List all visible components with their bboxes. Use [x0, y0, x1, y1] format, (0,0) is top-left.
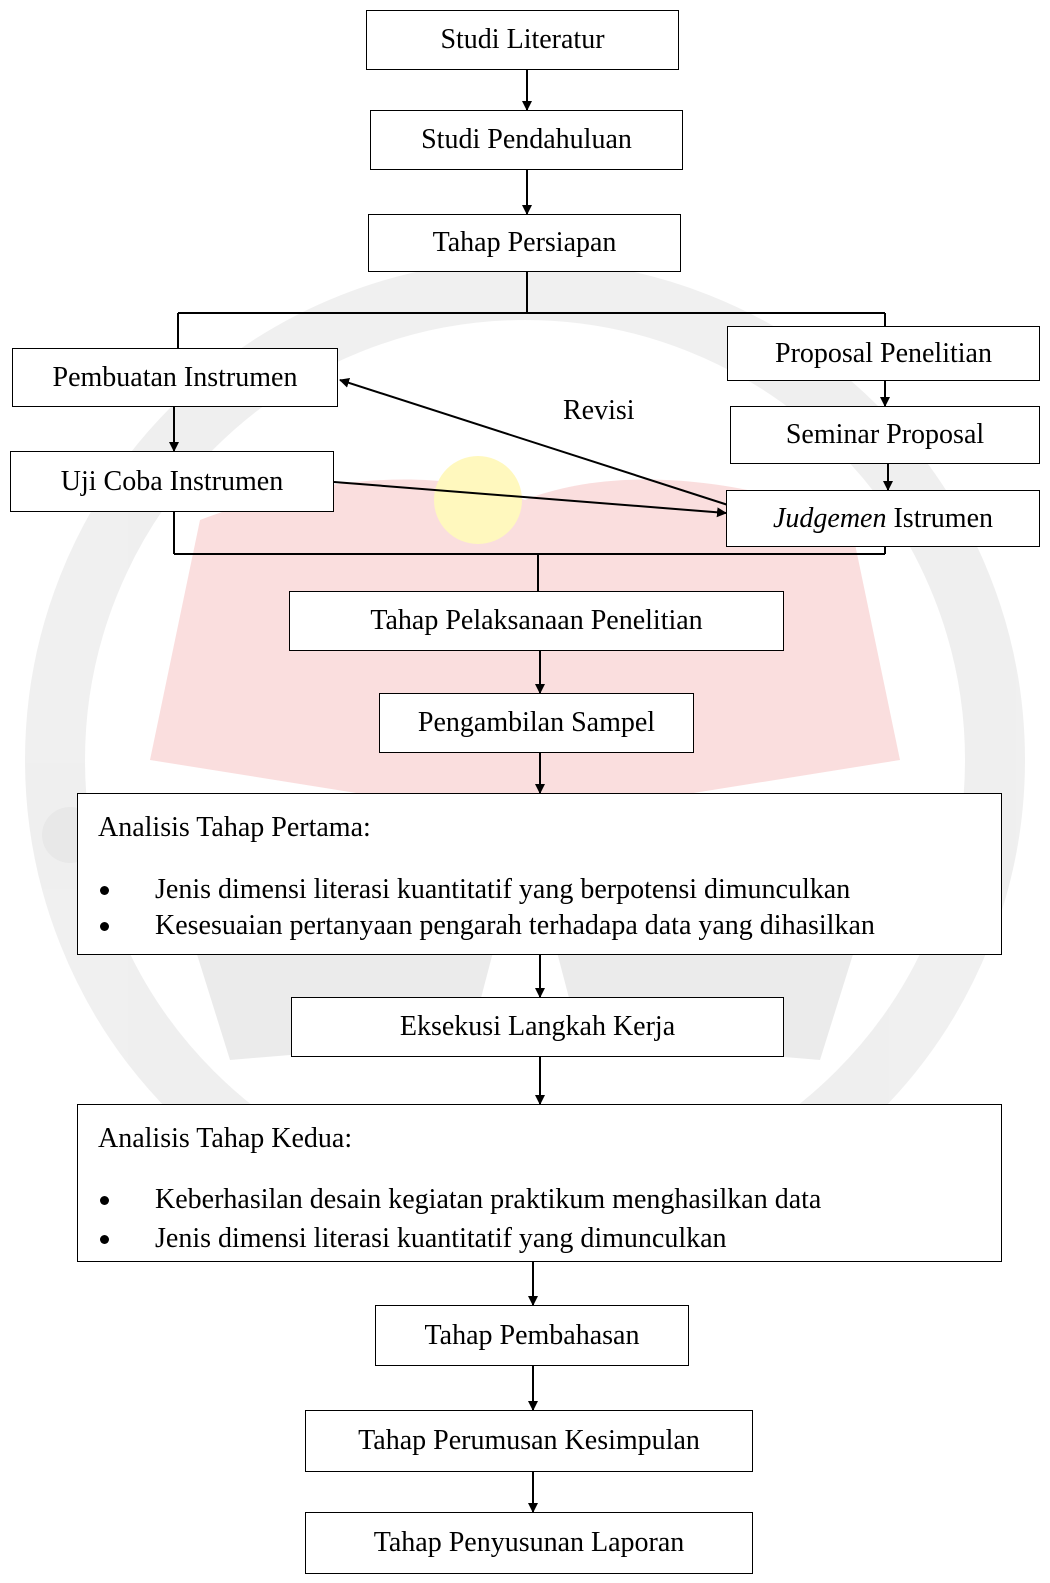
box-tahap-perumusan-kesimpulan: Tahap Perumusan Kesimpulan — [305, 1410, 753, 1472]
bullet-text: Jenis dimensi literasi kuantitatif yang … — [155, 874, 851, 905]
box-label: Studi Literatur — [440, 24, 605, 55]
box-studi-literatur: Studi Literatur — [366, 10, 679, 70]
box-label: Uji Coba Instrumen — [60, 465, 284, 497]
box-analisis-tahap-kedua: Analisis Tahap Kedua: Keberhasilan desai… — [77, 1104, 1002, 1262]
box-label: Istrumen — [886, 502, 994, 534]
arrow-ujicoba-judgemen — [333, 481, 727, 518]
box-analisis-tahap-pertama: Analisis Tahap Pertama: Jenis dimensi li… — [77, 793, 1002, 955]
box-tahap-pembahasan: Tahap Pembahasan — [375, 1305, 689, 1366]
box-label: Tahap Perumusan Kesimpulan — [358, 1425, 700, 1456]
bullet-icon — [100, 921, 109, 931]
bullet-text: Kesesuaian pertanyaan pengarah terhadapa… — [155, 910, 875, 941]
box-judgemen-istrumen: Judgemen Istrumen — [726, 490, 1040, 547]
revisi-label: Revisi — [563, 397, 635, 425]
box-uji-coba-instrumen: Uji Coba Instrumen — [10, 451, 334, 512]
box-studi-pendahuluan: Studi Pendahuluan — [370, 110, 683, 170]
analisis-pertama-bullet-1: Jenis dimensi literasi kuantitatif yang … — [100, 876, 850, 904]
revisi-text: Revisi — [563, 395, 635, 426]
box-tahap-pelaksanaan: Tahap Pelaksanaan Penelitian — [289, 591, 784, 651]
arrow-revisi — [339, 378, 729, 506]
box-label-italic: Judgemen — [772, 502, 887, 534]
analisis-kedua-bullet-2: Jenis dimensi literasi kuantitatif yang … — [100, 1225, 727, 1253]
box-tahap-persiapan: Tahap Persiapan — [368, 214, 681, 272]
analisis-pertama-bullet-2: Kesesuaian pertanyaan pengarah terhadapa… — [100, 912, 875, 940]
box-pengambilan-sampel: Pengambilan Sampel — [379, 693, 694, 753]
box-label: Tahap Persiapan — [432, 227, 617, 258]
bullet-icon — [100, 1195, 109, 1205]
box-label: Proposal Penelitian — [775, 337, 992, 369]
bullet-icon — [100, 1234, 109, 1244]
box-tahap-penyusunan-laporan: Tahap Penyusunan Laporan — [305, 1512, 753, 1574]
box-label: Tahap Penyusunan Laporan — [373, 1527, 685, 1558]
bullet-text: Keberhasilan desain kegiatan praktikum m… — [155, 1184, 822, 1215]
analisis-kedua-bullet-1: Keberhasilan desain kegiatan praktikum m… — [100, 1186, 821, 1214]
analisis-kedua-title: Analisis Tahap Kedua: — [98, 1123, 353, 1154]
box-label: Tahap Pembahasan — [424, 1319, 640, 1351]
box-eksekusi-langkah-kerja: Eksekusi Langkah Kerja — [291, 997, 784, 1057]
analisis-pertama-title: Analisis Tahap Pertama: — [98, 812, 371, 843]
box-proposal-penelitian: Proposal Penelitian — [727, 326, 1040, 381]
box-pembuatan-instrumen: Pembuatan Instrumen — [12, 348, 338, 407]
bullet-icon — [100, 885, 109, 895]
box-label: Seminar Proposal — [785, 419, 985, 450]
box-label: Tahap Pelaksanaan Penelitian — [370, 605, 703, 636]
box-label: Eksekusi Langkah Kerja — [399, 1011, 676, 1042]
box-label: Pengambilan Sampel — [417, 707, 656, 738]
box-seminar-proposal: Seminar Proposal — [730, 406, 1040, 464]
box-label: Studi Pendahuluan — [421, 124, 632, 155]
box-label: Pembuatan Instrumen — [52, 361, 298, 393]
bullet-text: Jenis dimensi literasi kuantitatif yang … — [155, 1223, 727, 1254]
